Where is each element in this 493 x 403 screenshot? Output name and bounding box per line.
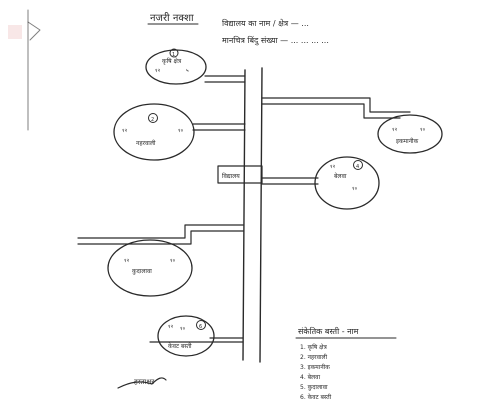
signature: हस्ताक्षर <box>117 377 167 389</box>
node-1-small-b: ५ <box>186 68 189 74</box>
node-1-number-ring <box>169 48 179 58</box>
node-3-small-a: १२ <box>392 127 398 133</box>
branch-5-bottom <box>77 230 244 245</box>
node-5-circle <box>107 239 193 297</box>
node-2-number: 2 <box>151 117 154 123</box>
node-2-number-ring <box>148 113 158 123</box>
node-4-number: 4 <box>356 164 359 170</box>
junction-box <box>217 165 263 184</box>
node-2-label: नहरवाली <box>136 139 156 147</box>
junction-label: विद्यालय <box>222 172 240 180</box>
node-2-small-a: १२ <box>122 128 128 134</box>
red-smudge <box>8 25 22 39</box>
node-3-small-b: १० <box>420 127 426 133</box>
node-6-small-b: १० <box>180 326 186 332</box>
node-4-small-a: १२ <box>330 164 336 170</box>
legend-title: संकेतिक बस्ती - नाम <box>298 326 359 336</box>
node-1-label: कृषि क्षेत्र <box>162 57 182 65</box>
legend-item-2: 2. नहरवाली <box>300 353 328 361</box>
node-4-circle <box>314 156 380 210</box>
legend-item-5: 5. कुदालावा <box>300 384 328 391</box>
header-line-2: मानचित्र बिंदु संख्या — ... ... ... ... <box>222 35 329 46</box>
margin-arrow <box>27 21 41 41</box>
node-5-small-a: १२ <box>124 258 130 264</box>
node-3-circle <box>377 114 443 154</box>
branch-5-top <box>77 224 244 239</box>
signature-stroke <box>117 377 167 389</box>
node-2: 2 १२ १० नहरवाली <box>113 103 195 161</box>
node-6-number: 6 <box>199 324 202 330</box>
map-title: नजरी नक्शा <box>150 12 194 24</box>
node-5-small-b: १० <box>170 258 176 264</box>
node-1-number: 1 <box>172 52 175 58</box>
branch-3-top <box>261 97 411 113</box>
header-line-1: विद्यालय का नाम / क्षेत्र — ... <box>222 18 309 28</box>
node-6-circle <box>157 315 215 357</box>
node-6-label: केवट बस्ती <box>168 342 192 350</box>
node-3-label: इकमानीक <box>396 137 419 145</box>
node-4-label: बेलवा <box>334 172 347 180</box>
node-5-label: कुदालावा <box>132 268 152 275</box>
node-6-small-a: १२ <box>168 324 174 330</box>
node-4-number-ring <box>353 160 363 170</box>
node-1: 1 कृषि क्षेत्र १२ ५ <box>145 48 207 85</box>
legend-item-3: 3. इकमानीक <box>300 363 330 371</box>
node-6: 6 १२ १० केवट बस्ती <box>157 315 215 357</box>
branch-3-bottom <box>261 103 401 119</box>
legend: संकेतिक बस्ती - नाम 1. कृषि क्षेत्र 2. न… <box>295 326 397 401</box>
legend-item-1: 1. कृषि क्षेत्र <box>300 343 327 351</box>
node-1-circle <box>145 49 207 85</box>
legend-item-6: 6. केवट बस्ती <box>300 393 332 401</box>
node-1-small-a: १२ <box>155 68 161 74</box>
node-4-small-b: १० <box>352 186 358 192</box>
main-road-right-edge <box>259 67 263 363</box>
legend-item-4: 4. बेलवा <box>300 373 320 381</box>
node-5: १२ १० कुदालावा <box>107 239 193 297</box>
node-4: 4 १२ बेलवा १० <box>314 156 380 210</box>
node-6-number-ring <box>196 320 206 330</box>
node-2-small-b: १० <box>178 128 184 134</box>
node-3: १२ १० इकमानीक <box>377 114 443 154</box>
node-2-circle <box>113 103 195 161</box>
main-road-left-edge <box>242 69 246 361</box>
signature-text: हस्ताक्षर <box>134 378 154 386</box>
